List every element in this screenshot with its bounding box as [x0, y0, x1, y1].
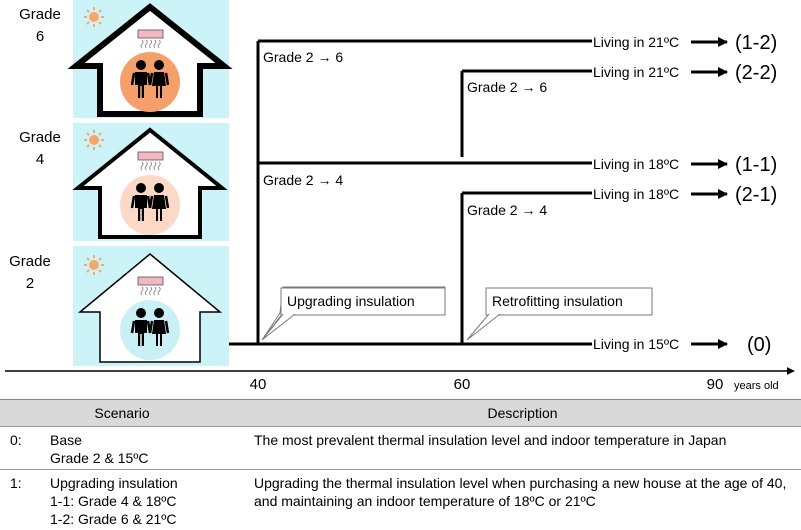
description-header: Description [244, 399, 801, 427]
scenario-name: Base Grade 2 & 15ºC [50, 426, 244, 470]
grade-number: 6 [36, 28, 44, 45]
grade-label: Grade 6 [19, 6, 61, 45]
callout-retrofitting-text: Retrofitting insulation [492, 293, 623, 309]
sun-icon [84, 255, 104, 275]
sun-icon [84, 130, 104, 150]
air-conditioner-icon [137, 29, 164, 49]
outcome-text: Living in 18ºC [593, 156, 679, 172]
table-row: 0: Base Grade 2 & 15ºC The most prevalen… [0, 426, 801, 470]
scenario-diagram: Grade 6 Grade 4 Grade 2 Grade 2 → 6 [5, 0, 795, 393]
outcome-1-1: Living in 18ºC (1-1) [593, 154, 777, 176]
scenario-number: 0: [0, 426, 50, 470]
grade-number: 4 [36, 151, 44, 168]
outcome-2-2: Living in 21ºC (2-2) [593, 62, 777, 84]
outcome-text: Living in 18ºC [593, 186, 679, 202]
outcome-code: (2-1) [735, 184, 777, 206]
tick-label-60: 60 [454, 376, 471, 393]
outcome-1-2: Living in 21ºC (1-2) [593, 32, 777, 54]
scenario-name: Upgrading insulation 1-1: Grade 4 & 18ºC… [50, 469, 244, 530]
air-conditioner-icon [137, 276, 164, 296]
outcome-0: Living in 15ºC (0) [593, 334, 771, 356]
grade-label: Grade 4 [19, 129, 61, 168]
outcome-code: (1-2) [735, 32, 777, 54]
table-row: 1: Upgrading insulation 1-1: Grade 4 & 1… [0, 469, 801, 530]
sun-icon [84, 7, 104, 27]
grade-word: Grade [9, 253, 51, 270]
branch-label-60-to-4: Grade 2 → 4 [467, 202, 547, 218]
scenario-number: 1: [0, 469, 50, 530]
callout-upgrading: Upgrading insulation [261, 286, 446, 341]
house-panel-grade-6: Grade 6 [19, 0, 233, 118]
outcome-2-1: Living in 18ºC (2-1) [593, 184, 777, 206]
tick-label-40: 40 [250, 376, 267, 393]
grade-number: 2 [26, 275, 34, 292]
scenario-description: Upgrading the thermal insulation level w… [244, 469, 801, 530]
grade-label: Grade 2 [9, 253, 51, 292]
couple-icon [130, 183, 170, 221]
air-conditioner-icon [137, 151, 164, 171]
branch-label-60-to-6: Grade 2 → 6 [467, 79, 547, 95]
house-panel-grade-4: Grade 4 [19, 123, 229, 241]
outcome-code: (0) [747, 334, 771, 356]
scenario-table: Scenario Description 0: Base Grade 2 & 1… [0, 399, 801, 530]
branch-label-40-to-6: Grade 2 → 6 [263, 49, 343, 65]
couple-icon [130, 308, 170, 346]
callout-retrofitting: Retrofitting insulation [466, 287, 653, 341]
outcome-code: (2-2) [735, 62, 777, 84]
couple-icon [130, 60, 170, 98]
table-header-row: Scenario Description [0, 399, 801, 427]
grade-word: Grade [19, 129, 61, 146]
outcome-text: Living in 21ºC [593, 34, 679, 50]
house-panel-grade-2: Grade 2 [9, 246, 229, 366]
outcome-text: Living in 15ºC [593, 336, 679, 352]
scenario-description: The most prevalent thermal insulation le… [244, 426, 801, 470]
outcome-code: (1-1) [735, 154, 777, 176]
scenario-header: Scenario [0, 399, 244, 427]
timeline-lines [229, 39, 592, 346]
branch-label-40-to-4: Grade 2 → 4 [263, 172, 343, 188]
age-axis: 40 60 90 years old [5, 367, 795, 393]
grade-word: Grade [19, 6, 61, 23]
outcome-text: Living in 21ºC [593, 64, 679, 80]
axis-unit-label: years old [734, 380, 779, 392]
tick-label-90: 90 [707, 376, 724, 393]
callout-upgrading-text: Upgrading insulation [287, 293, 415, 309]
